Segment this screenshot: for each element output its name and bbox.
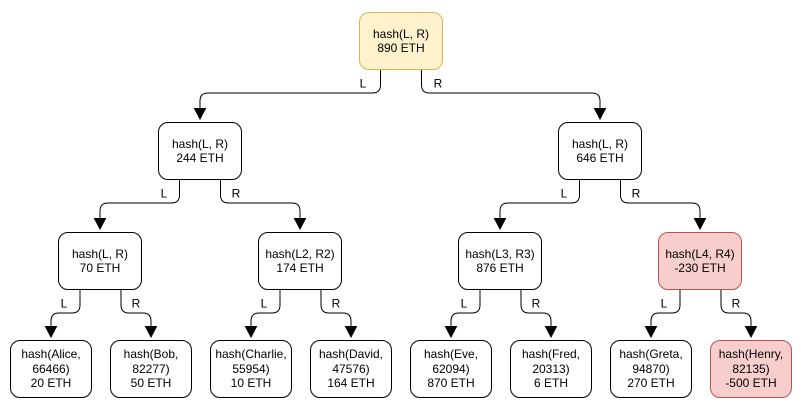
edge-label-n1-R: R [230, 186, 242, 201]
node-hash-label: hash(L, R) [372, 26, 430, 41]
edge-path-n1-L [100, 180, 180, 229]
node-hash-label: hash(L, R) [71, 246, 129, 261]
edge-path-n4-R [320, 290, 351, 337]
node-sum-value: 646 ETH [576, 151, 624, 165]
node-sum-value: 244 ETH [176, 151, 224, 165]
node-sum-value: 870 ETH [427, 376, 475, 391]
edge-label-n4-L: L [259, 296, 269, 311]
edge-path-n2-L [500, 180, 580, 229]
leaf-node-charlie: hash(Charlie, 55954) 10 ETH [210, 340, 292, 398]
node-hash-label: hash(David, 47576) [318, 347, 384, 376]
node-sum-value: 164 ETH [327, 376, 375, 391]
node-hash-label: hash(L3, R3) [465, 246, 535, 261]
edge-path-n6-R [720, 290, 751, 337]
node-hash-label: hash(Greta, 94870) [619, 347, 683, 376]
edge-label-root-R: R [432, 76, 444, 91]
node-sum-value: 876 ETH [476, 261, 524, 275]
leaf-node-eve: hash(Eve, 62094) 870 ETH [410, 340, 492, 398]
edge-path-n2-R [620, 180, 701, 229]
leaf-node-greta: hash(Greta, 94870) 270 ETH [610, 340, 692, 398]
node-sum-value: 20 ETH [30, 376, 72, 391]
edge-label-n6-R: R [730, 296, 742, 311]
tree-node-3: hash(L, R) 70 ETH [58, 232, 142, 290]
node-hash-label: hash(Alice, 66466) [21, 347, 81, 376]
edge-label-root-L: L [358, 76, 368, 91]
leaf-node-bob: hash(Bob, 82277) 50 ETH [110, 340, 192, 398]
tree-node-4: hash(L2, R2) 174 ETH [258, 232, 342, 290]
edge-label-n3-R: R [130, 296, 142, 311]
edge-label-n1-L: L [159, 186, 169, 201]
leaf-node-henry-negative: hash(Henry, 82135) -500 ETH [710, 340, 792, 398]
edge-label-n2-L: L [559, 186, 569, 201]
edge-label-n5-L: L [459, 296, 469, 311]
node-hash-label: hash(L, R) [571, 136, 629, 151]
node-hash-label: hash(Eve, 62094) [423, 347, 479, 376]
node-sum-value: 270 ETH [627, 376, 675, 391]
edge-label-n2-R: R [630, 186, 642, 201]
edge-path-n6-L [651, 290, 681, 337]
node-sum-value: 50 ETH [130, 376, 172, 391]
node-sum-value: 6 ETH [533, 376, 568, 391]
edge-path-n1-R [220, 180, 301, 229]
node-hash-label: hash(Bob, 82277) [123, 347, 179, 376]
leaf-node-alice: hash(Alice, 66466) 20 ETH [10, 340, 92, 398]
node-sum-value: 174 ETH [276, 261, 324, 275]
node-sum-value: -230 ETH [674, 261, 726, 275]
leaf-node-fred: hash(Fred, 20313) 6 ETH [510, 340, 592, 398]
node-hash-label: hash(Charlie, 55954) [215, 347, 287, 376]
node-hash-label: hash(L2, R2) [265, 246, 335, 261]
edge-label-n6-L: L [659, 296, 669, 311]
edge-path-n5-L [451, 290, 481, 337]
tree-node-5: hash(L3, R3) 876 ETH [458, 232, 542, 290]
node-hash-label: hash(L4, R4) [665, 246, 735, 261]
tree-node-2: hash(L, R) 646 ETH [558, 122, 642, 180]
edge-path-n5-R [520, 290, 551, 337]
edge-path-n3-L [51, 290, 81, 337]
leaf-node-david: hash(David, 47576) 164 ETH [310, 340, 392, 398]
tree-node-1: hash(L, R) 244 ETH [158, 122, 242, 180]
node-sum-value: 10 ETH [230, 376, 272, 391]
edge-label-n5-R: R [530, 296, 542, 311]
edge-path-n3-R [120, 290, 151, 337]
tree-node-6-negative: hash(L4, R4) -230 ETH [658, 232, 742, 290]
node-hash-label: hash(Henry, 82135) [718, 347, 784, 376]
edge-path-n4-L [251, 290, 281, 337]
edge-path-root-L [200, 70, 381, 119]
edge-path-root-R [421, 70, 601, 119]
edge-label-n4-R: R [330, 296, 342, 311]
node-sum-value: -500 ETH [725, 376, 777, 391]
node-hash-label: hash(L, R) [171, 136, 229, 151]
edge-label-n3-L: L [59, 296, 69, 311]
node-sum-value: 70 ETH [79, 261, 121, 275]
tree-node-root: hash(L, R) 890 ETH [359, 12, 443, 70]
node-hash-label: hash(Fred, 20313) [521, 347, 581, 376]
node-sum-value: 890 ETH [377, 41, 425, 55]
